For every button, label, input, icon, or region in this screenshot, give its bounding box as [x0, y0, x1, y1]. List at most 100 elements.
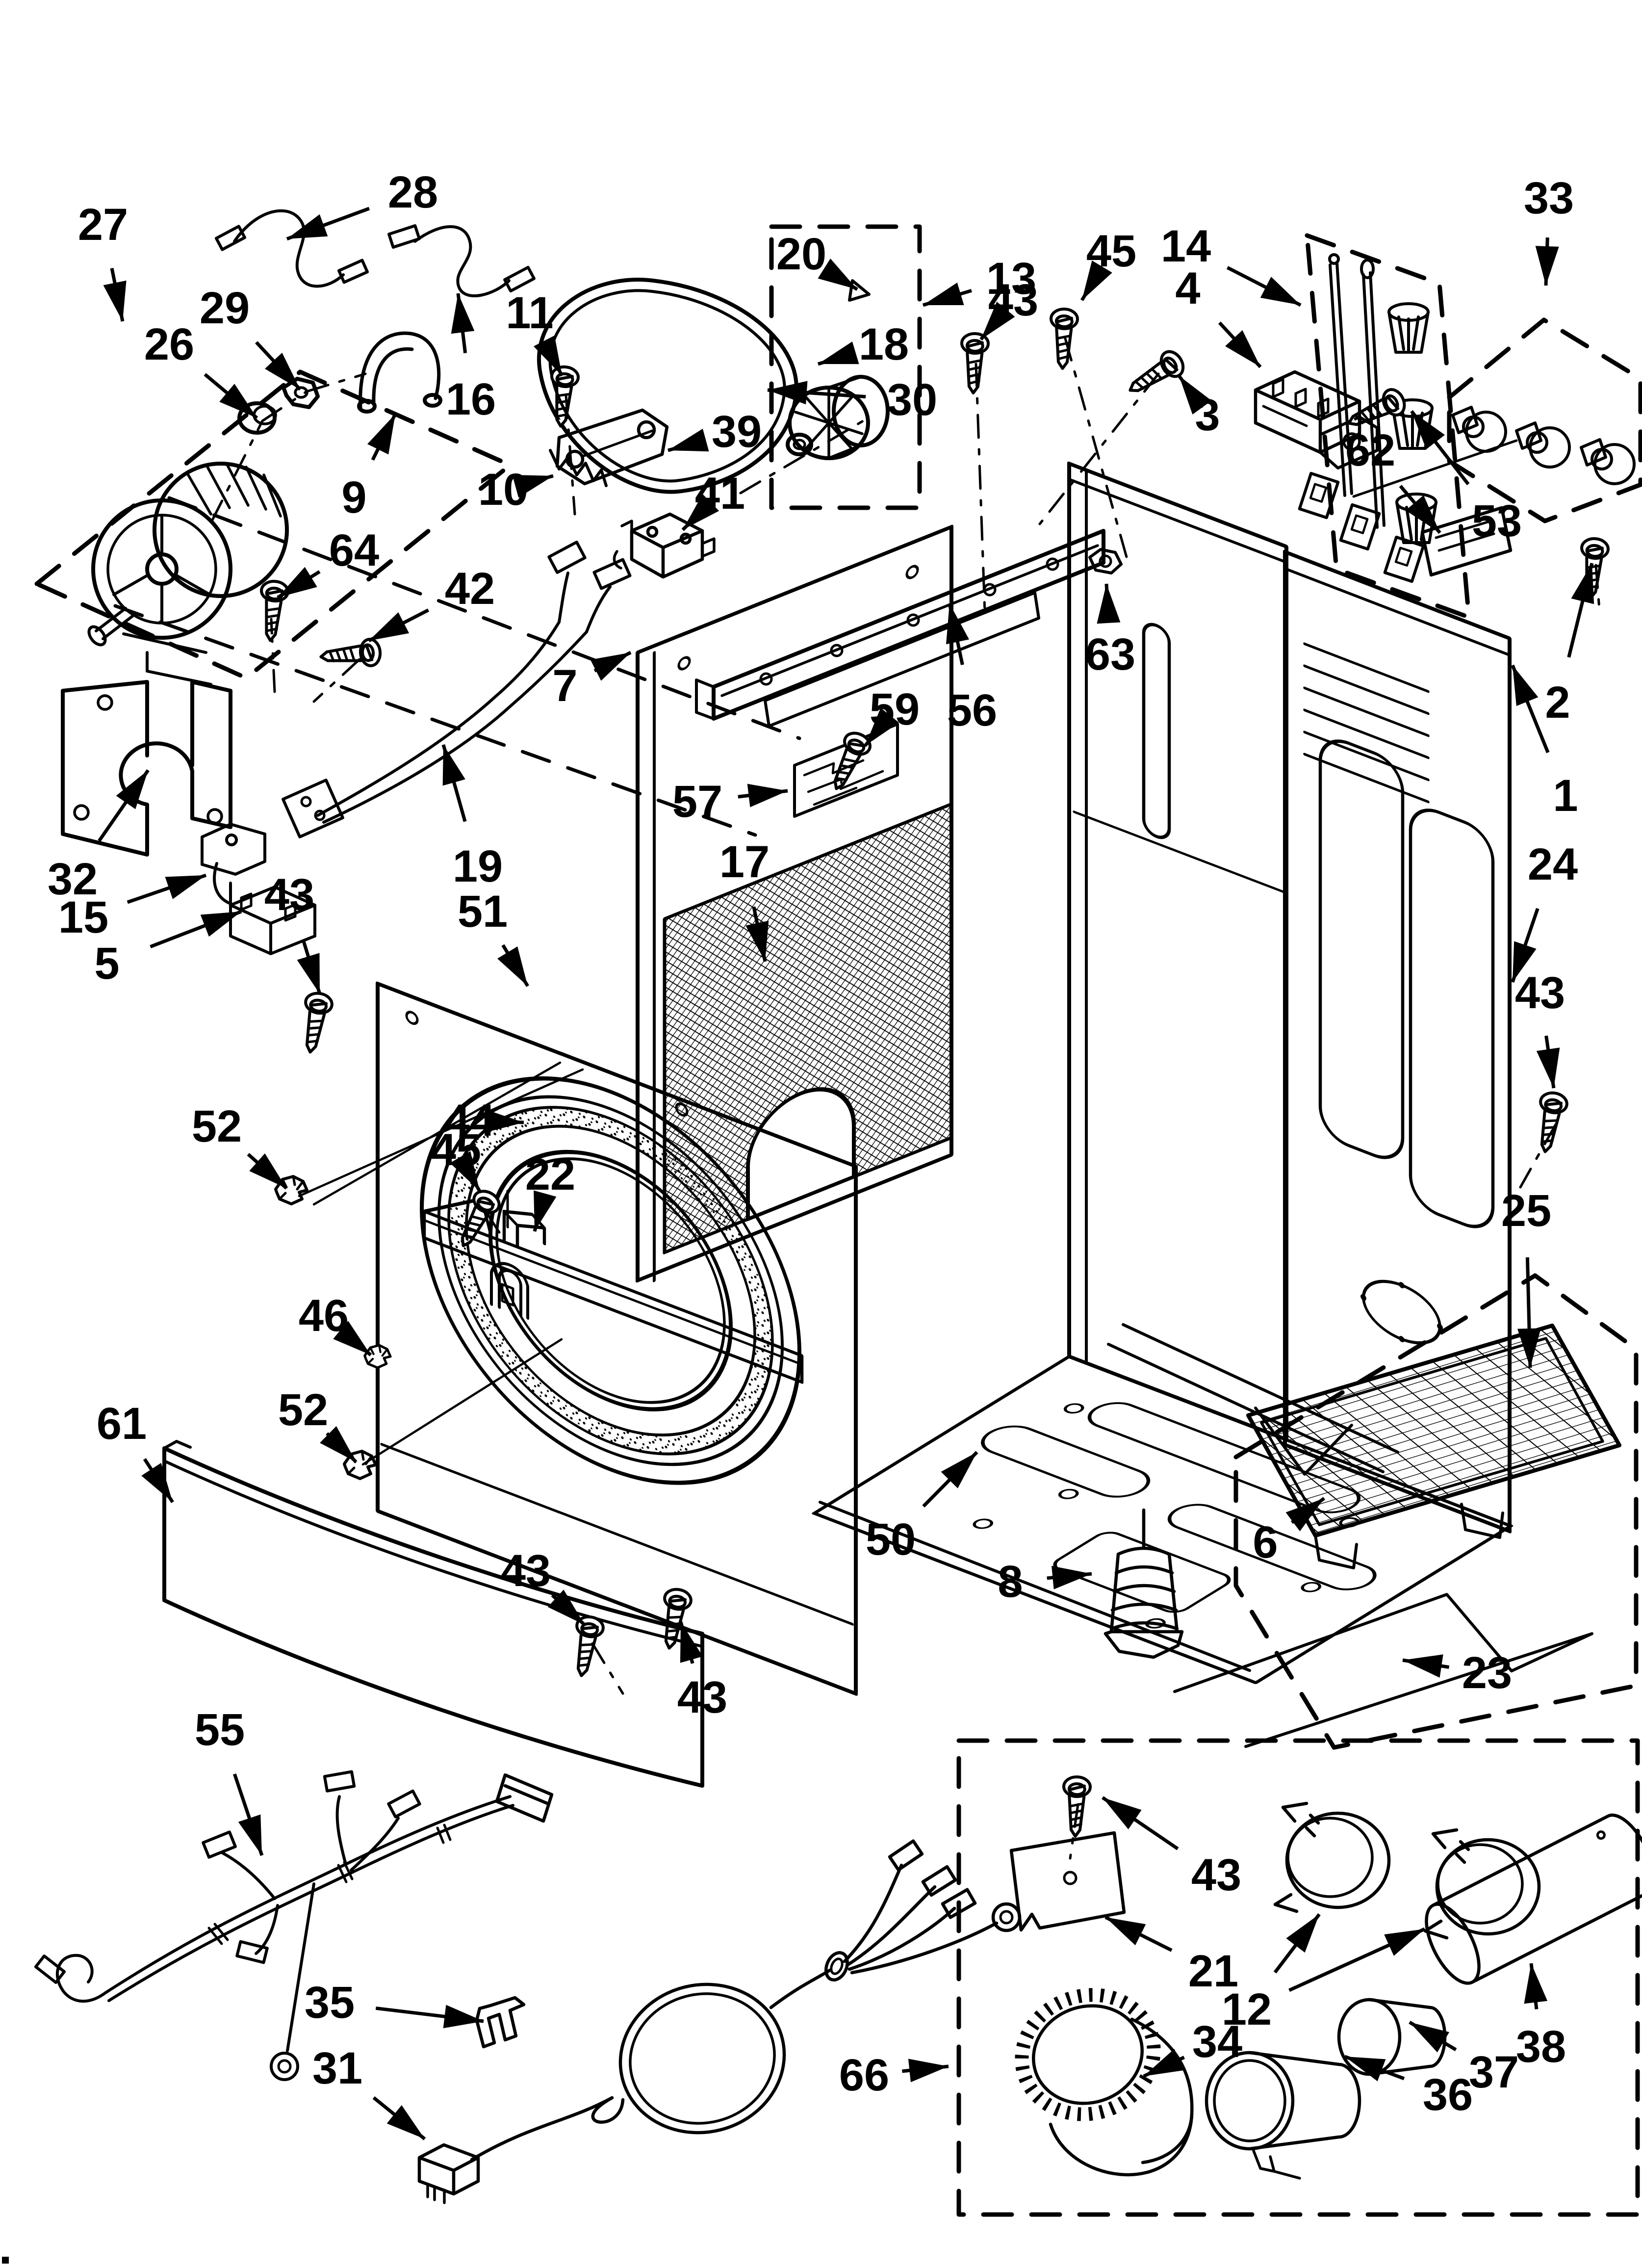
- part-number-20: 20: [776, 229, 826, 279]
- power-cord-31: [417, 1839, 1022, 2204]
- part-number-53: 53: [1472, 496, 1522, 546]
- part-number-30: 30: [887, 375, 937, 425]
- part-number-51: 51: [458, 886, 508, 937]
- part-number-35: 35: [305, 1978, 355, 2028]
- jumper-wire-16: [387, 224, 536, 297]
- callout-6: 6: [1253, 1497, 1326, 1567]
- part-number-27: 27: [78, 200, 128, 250]
- leader-arrow-12: [1273, 1913, 1321, 1974]
- leader-arrow-43b: [979, 302, 1015, 341]
- screw-43c: [1532, 1091, 1568, 1154]
- idler-pulley: [739, 279, 890, 495]
- callout-21: 21: [1104, 1915, 1238, 1996]
- motor-mount-bracket: [61, 680, 232, 857]
- leader-arrow-7: [590, 651, 632, 681]
- callout-13: 13: [922, 254, 1036, 307]
- part-number-45a: 45: [1086, 226, 1136, 276]
- callout-43b: 43: [979, 275, 1038, 341]
- leader-arrow-37: [1409, 2020, 1457, 2053]
- main-harness-55: [34, 1770, 554, 2081]
- part-number-23: 23: [1462, 1648, 1512, 1698]
- part-number-64: 64: [329, 525, 379, 575]
- screw-2: [1577, 538, 1609, 599]
- part-number-57: 57: [672, 777, 722, 827]
- strain-relief-35: [475, 1996, 526, 2049]
- leader-arrow-44: [484, 1109, 524, 1133]
- part-number-62: 62: [1345, 425, 1395, 475]
- idler-dashed-box: [769, 224, 922, 510]
- leader-arrow-59: [864, 707, 899, 747]
- callout-36: 36: [1344, 2055, 1473, 2120]
- callout-46: 46: [299, 1291, 372, 1356]
- part-number-22: 22: [525, 1149, 575, 1199]
- callout-19: 19: [441, 744, 503, 891]
- door-catch-bar: [422, 1190, 804, 1384]
- callout-9: 9: [341, 413, 397, 522]
- callout-61: 61: [97, 1399, 174, 1503]
- leader-arrow-34: [1143, 2049, 1185, 2078]
- vent-louvers: [1303, 642, 1430, 804]
- spring-10: [549, 449, 608, 487]
- part-number-3: 3: [1195, 390, 1220, 440]
- ceramic-insulators: [1387, 302, 1437, 544]
- leader-arrow-4: [1218, 321, 1262, 368]
- fold-line: [167, 496, 801, 740]
- part-number-17: 17: [719, 837, 770, 887]
- leader-arrow-63: [1097, 583, 1121, 624]
- callout-39: 39: [667, 407, 762, 457]
- leader-arrow-57: [738, 783, 788, 808]
- leader-arrow-12: [1288, 1927, 1426, 1992]
- part-number-56: 56: [947, 685, 997, 735]
- callout-62: 62: [1345, 425, 1441, 534]
- leader-arrow-46: [333, 1321, 372, 1356]
- leader-arrow-9: [367, 413, 397, 461]
- leader-arrow-21: [1104, 1915, 1173, 1952]
- part-number-26: 26: [144, 319, 194, 369]
- leader-arrow-45a: [1080, 261, 1112, 301]
- part-number-63: 63: [1085, 629, 1135, 679]
- leader-arrow-29: [255, 341, 302, 391]
- leader-arrow-43d: [547, 1590, 586, 1626]
- part-number-39: 39: [712, 407, 762, 457]
- callout-32: 32: [48, 769, 150, 904]
- callout-43e: 43: [677, 1621, 727, 1722]
- leader-arrow-31: [372, 2096, 426, 2140]
- leader-arrow-23: [1402, 1654, 1450, 1678]
- part-number-15: 15: [58, 892, 108, 942]
- fold-line: [113, 604, 757, 837]
- heater-elements: [1298, 253, 1437, 583]
- part-number-14: 14: [1161, 221, 1211, 271]
- screw-43f: [1062, 1776, 1090, 1837]
- callout-31: 31: [312, 2043, 426, 2140]
- callout-55: 55: [195, 1705, 264, 1856]
- idler-bracket-39: [555, 408, 669, 486]
- callout-24: 24: [1511, 839, 1578, 983]
- leader-arrow-10: [512, 474, 554, 498]
- leader-arrow-5: [150, 910, 242, 948]
- part-number-4: 4: [1175, 263, 1200, 313]
- part-number-5: 5: [94, 938, 119, 989]
- part-number-31: 31: [312, 2043, 362, 2093]
- callout-37: 37: [1409, 2020, 1519, 2097]
- wingnut-63: [1088, 548, 1123, 574]
- part-number-38: 38: [1516, 2022, 1566, 2072]
- door-felt-seal-44: [449, 1107, 772, 1454]
- grille-rod-23: [1173, 1593, 1593, 1748]
- motor-shaft-parts: [210, 331, 442, 522]
- callout-5: 5: [94, 910, 242, 989]
- callout-64: 64: [277, 525, 379, 599]
- leader-arrow-64: [277, 567, 321, 599]
- front-panel-51: [376, 981, 858, 1696]
- cabinet-side-panel-24: [1283, 549, 1512, 1534]
- callout-14: 14: [1161, 221, 1302, 307]
- leader-arrow-8: [1047, 1565, 1092, 1590]
- callout-41: 41: [681, 469, 745, 531]
- part-number-32: 32: [48, 854, 98, 904]
- thermostat-grommets: [1352, 406, 1636, 498]
- leader-arrow-38: [1524, 1963, 1548, 2009]
- part-number-16: 16: [446, 374, 496, 424]
- callout-52a: 52: [192, 1101, 288, 1190]
- screw-43d: [568, 1615, 605, 1678]
- callout-16: 16: [446, 293, 496, 424]
